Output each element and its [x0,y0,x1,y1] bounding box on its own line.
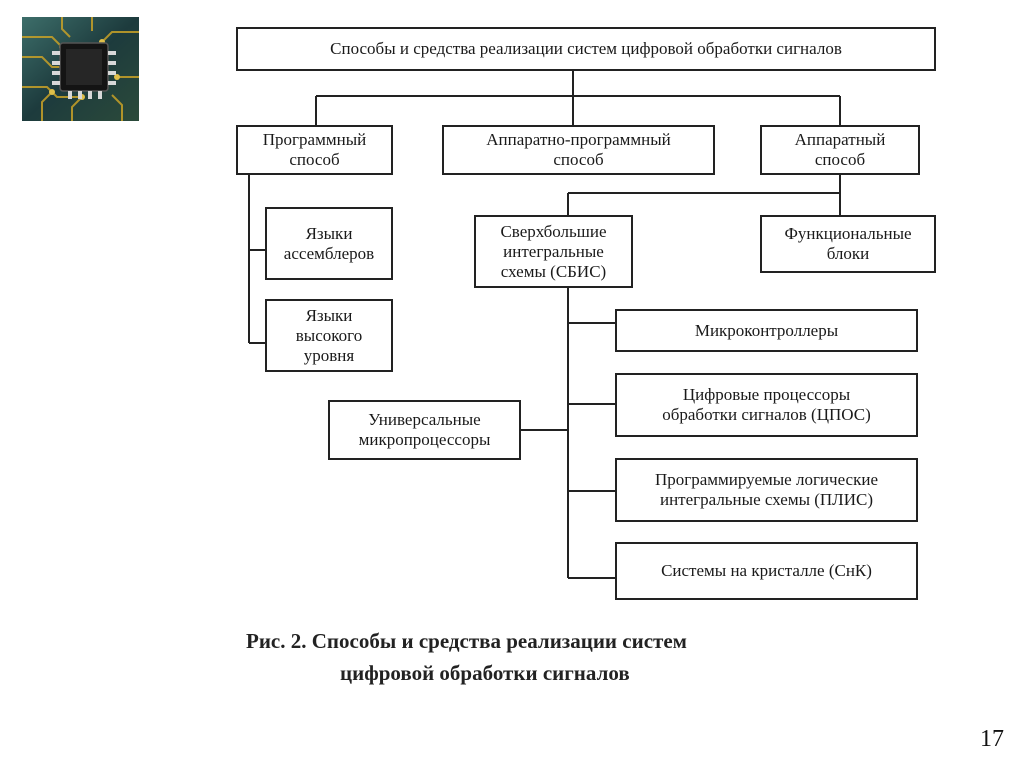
hardware-method-box: Аппаратный способ [760,125,920,175]
dsp-box: Цифровые процессоры обработки сигналов (… [615,373,918,437]
circuit-chip-logo [22,17,139,121]
vlsi-box: Сверхбольшие интегральные схемы (СБИС) [474,215,633,288]
figure-caption: Рис. 2. Способы и средства реализации си… [220,625,820,689]
hardware-software-method-box: Аппаратно-программный способ [442,125,715,175]
caption-line-1: Рис. 2. Способы и средства реализации си… [246,629,687,653]
software-method-box: Программный способ [236,125,393,175]
page-number: 17 [980,726,1004,752]
chip-icon [22,17,139,121]
microcontrollers-box: Микроконтроллеры [615,309,918,352]
soc-box: Системы на кристалле (СнК) [615,542,918,600]
fpga-box: Программируемые логические интегральные … [615,458,918,522]
high-level-languages-box: Языки высокого уровня [265,299,393,372]
functional-blocks-box: Функциональные блоки [760,215,936,273]
caption-line-2: цифровой обработки сигналов [340,661,630,685]
universal-microprocessors-box: Универсальные микропроцессоры [328,400,521,460]
root-box: Способы и средства реализации систем циф… [236,27,936,71]
assembler-languages-box: Языки ассемблеров [265,207,393,280]
